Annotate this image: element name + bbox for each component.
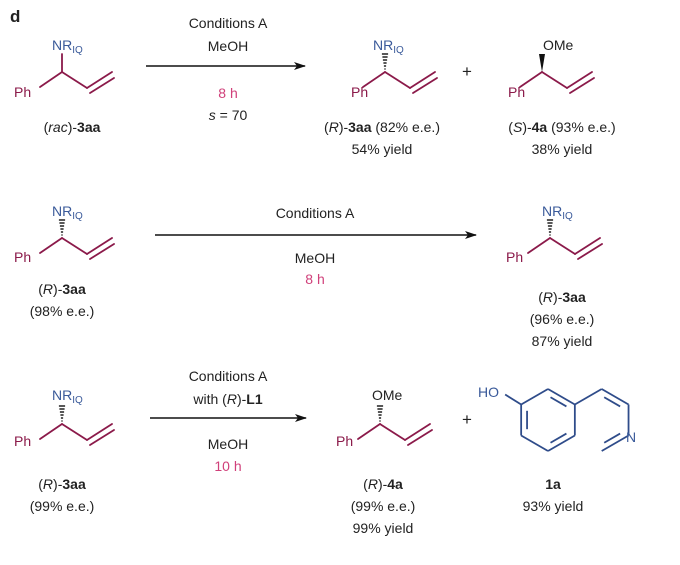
double-bond: [404, 423, 431, 441]
plus-sign: +: [462, 410, 472, 429]
isoquinoline-double-bond: [603, 432, 621, 444]
nr-label: NRIQ: [542, 203, 573, 222]
conditions-label: Conditions A: [276, 205, 355, 221]
double-bond: [569, 77, 595, 94]
wedge-bond: [539, 54, 545, 72]
compound-label-1a: 1a: [545, 476, 561, 492]
plus-sign: +: [462, 62, 472, 81]
double-bond: [574, 237, 601, 255]
nr-label: NRIQ: [373, 37, 404, 56]
nitrogen-label: N: [626, 429, 636, 445]
product-label-s-4a: (S)-4a (93% e.e.): [508, 119, 615, 135]
double-bond: [89, 429, 115, 446]
panel-label: d: [10, 7, 20, 26]
ee-label: (96% e.e.): [530, 311, 595, 327]
yield-label: 38% yield: [532, 141, 593, 157]
double-bond: [412, 77, 438, 94]
isoquinoline-double-bond: [603, 396, 621, 408]
yield-label: 93% yield: [523, 498, 584, 514]
nr-label: NRIQ: [52, 37, 83, 56]
compound-label-rac-3aa: (rac)-3aa: [44, 119, 101, 135]
ph-label: Ph: [508, 84, 525, 100]
isoquinoline-double-bond: [550, 396, 567, 408]
single-bond: [357, 423, 381, 440]
time-label: 10 h: [214, 458, 241, 474]
isoquinoline-ring-bond: [547, 434, 576, 452]
ph-label: Ph: [14, 433, 31, 449]
ph-label: Ph: [14, 249, 31, 265]
product-label-r-4a: (R)-4a: [363, 476, 403, 492]
double-bond: [89, 77, 115, 94]
nr-label: NRIQ: [52, 203, 83, 222]
isoquinoline-ring-bond: [574, 388, 603, 406]
double-bond: [89, 243, 115, 260]
compound-label-r-3aa: (R)-3aa: [38, 281, 86, 297]
yield-label: 54% yield: [352, 141, 413, 157]
isoquinoline-double-bond: [550, 432, 567, 444]
single-bond: [39, 237, 63, 254]
ee-label: (98% e.e.): [30, 303, 95, 319]
single-bond: [39, 71, 63, 88]
compound-label-r-3aa: (R)-3aa: [38, 476, 86, 492]
single-bond: [384, 71, 411, 89]
double-bond: [86, 237, 113, 255]
double-bond: [409, 71, 436, 89]
yield-label: 99% yield: [353, 520, 414, 536]
ee-label: (99% e.e.): [30, 498, 95, 514]
ph-label: Ph: [506, 249, 523, 265]
single-bond: [362, 71, 386, 88]
conditions-label: Conditions A: [189, 368, 268, 384]
product-label-r-3aa: (R)-3aa: [538, 289, 586, 305]
single-bond: [541, 71, 568, 89]
hydroxy-bond: [504, 393, 522, 406]
ph-label: Ph: [351, 84, 368, 100]
ome-label: OMe: [372, 387, 403, 403]
single-bond: [61, 71, 88, 89]
single-bond: [527, 237, 551, 254]
isoquinoline-ring-bond: [520, 388, 549, 406]
isoquinoline-ring-bond: [601, 388, 629, 406]
time-label: 8 h: [305, 271, 324, 287]
double-bond: [566, 71, 593, 89]
isoquinoline-ring-bond: [520, 434, 549, 452]
yield-label: 87% yield: [532, 333, 593, 349]
solvent-label: MeOH: [295, 250, 335, 266]
double-bond: [86, 71, 113, 89]
double-bond: [86, 423, 113, 441]
product-label-r-3aa: (R)-3aa (82% e.e.): [324, 119, 440, 135]
hydroxy-label: HO: [478, 384, 499, 400]
single-bond: [519, 71, 543, 88]
molecule-bonds: [39, 53, 630, 452]
single-bond: [39, 423, 63, 440]
double-bond: [577, 243, 603, 260]
ph-label: Ph: [336, 433, 353, 449]
solvent-label: MeOH: [208, 38, 248, 54]
double-bond: [407, 429, 433, 446]
isoquinoline-ring-bond: [601, 434, 629, 452]
single-bond: [61, 237, 88, 255]
solvent-label: MeOH: [208, 436, 248, 452]
nr-label: NRIQ: [52, 387, 83, 406]
ligand-label: with (R)-L1: [192, 391, 262, 407]
single-bond: [61, 423, 88, 441]
ome-label: OMe: [543, 37, 574, 53]
single-bond: [549, 237, 576, 255]
isoquinoline-ring-bond: [547, 388, 576, 406]
ee-label: (99% e.e.): [351, 498, 416, 514]
selectivity-label: s = 70: [209, 107, 248, 123]
single-bond: [379, 423, 406, 441]
ph-label: Ph: [14, 84, 31, 100]
conditions-label: Conditions A: [189, 15, 268, 31]
time-label: 8 h: [218, 85, 237, 101]
